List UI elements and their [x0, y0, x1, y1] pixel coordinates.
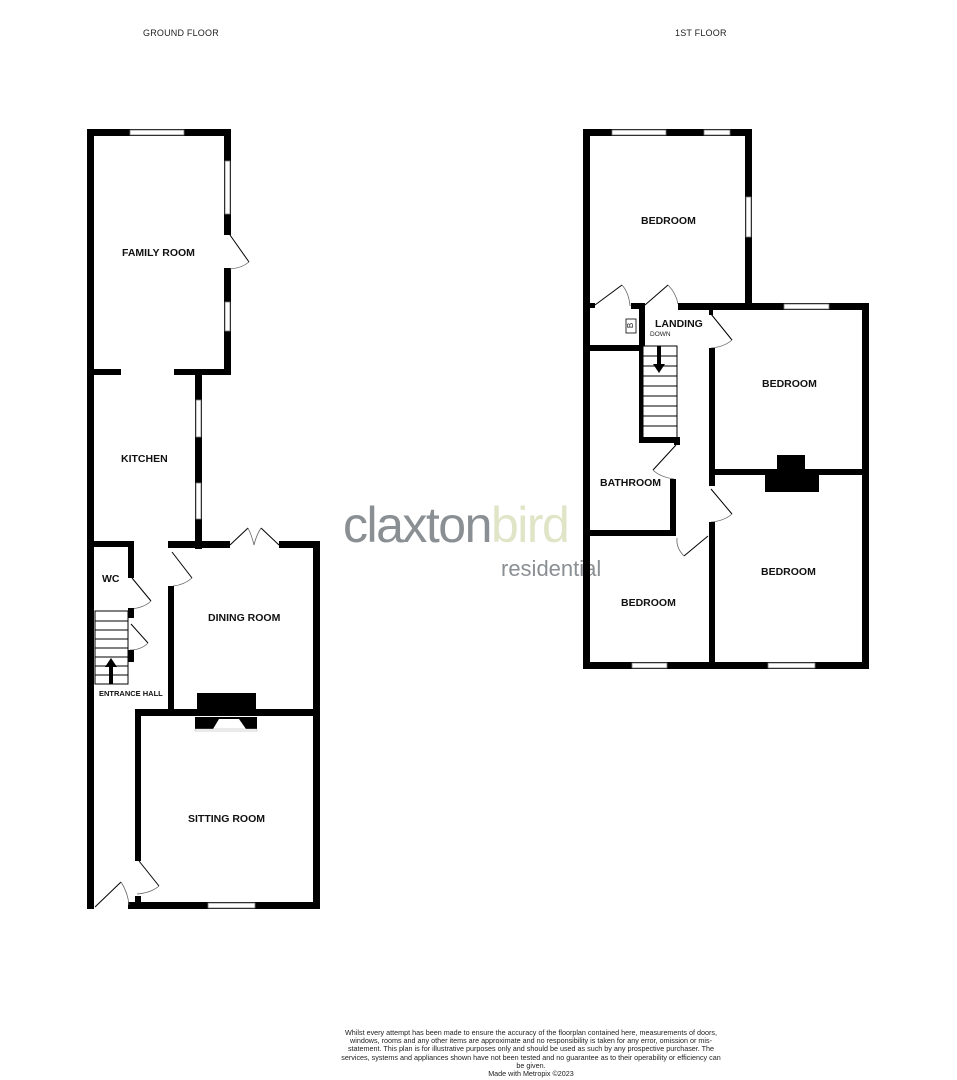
brand-logo: claxtonbird — [343, 497, 570, 553]
first-floor-plan — [583, 129, 869, 669]
room-label-wc: WC — [102, 573, 120, 585]
logo-part-claxton: claxton — [343, 497, 492, 553]
room-label-landing: LANDING — [655, 318, 703, 330]
boiler-label: B — [626, 322, 636, 329]
room-label-kitchen: KITCHEN — [121, 453, 168, 465]
room-label-bedroom-front-small: BEDROOM — [621, 597, 676, 609]
ground-floor-plan — [87, 129, 320, 909]
logo-part-bird: bird — [490, 497, 570, 553]
disclaimer: Whilst every attempt has been made to en… — [340, 1028, 722, 1079]
room-label-family-room: FAMILY ROOM — [122, 247, 195, 259]
room-label-entrance-hall: ENTRANCE HALL — [99, 689, 163, 698]
disclaimer-credit: Made with Metropix ©2023 — [488, 1069, 574, 1079]
first-floor-title: 1ST FLOOR — [675, 28, 727, 38]
ground-floor-title: GROUND FLOOR — [143, 28, 219, 38]
room-label-bathroom: BATHROOM — [600, 477, 662, 489]
room-label-sitting-room: SITTING ROOM — [188, 813, 265, 825]
room-label-dining-room: DINING ROOM — [208, 612, 281, 624]
disclaimer-text: Whilst every attempt has been made to en… — [341, 1028, 721, 1070]
room-label-bedroom-rear: BEDROOM — [641, 215, 696, 227]
stairs-down-label: DOWN — [650, 331, 671, 338]
room-label-bedroom-middle: BEDROOM — [762, 378, 817, 390]
room-label-bedroom-front-large: BEDROOM — [761, 566, 816, 578]
